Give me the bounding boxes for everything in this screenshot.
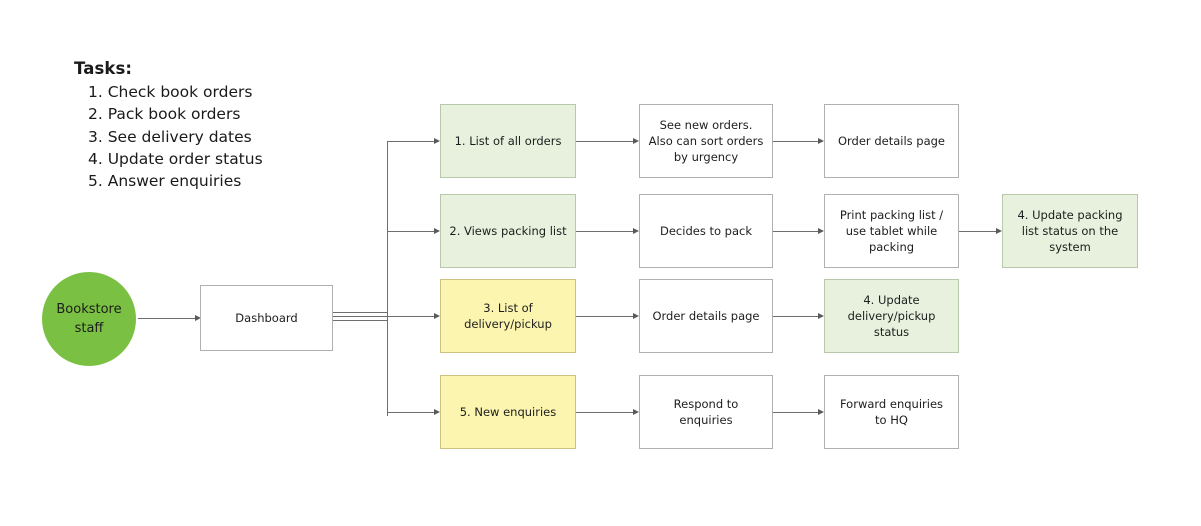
connector-row3-a: [576, 316, 636, 317]
node-print-packing-list[interactable]: Print packing list / use tablet while pa…: [824, 194, 959, 268]
connector-row2-b: [773, 231, 821, 232]
arrow-into-forward-enquiries-hq: [818, 408, 824, 415]
connector-row2-a: [576, 231, 636, 232]
branch-line-row4: [387, 412, 438, 413]
arrow-into-new-enquiries: [434, 408, 440, 415]
arrow-into-update-delivery-status: [818, 312, 824, 319]
node-respond-enquiries[interactable]: Respond to enquiries: [639, 375, 773, 449]
connector-row4-a: [576, 412, 636, 413]
node-views-packing-list-label: 2. Views packing list: [449, 224, 567, 238]
arrow-into-update-packing-status: [996, 227, 1002, 234]
connector-actor-to-dashboard: [138, 318, 198, 319]
arrow-into-see-new-orders: [633, 137, 639, 144]
node-print-packing-list-label: Print packing list / use tablet while pa…: [839, 208, 944, 254]
node-list-delivery-pickup[interactable]: 3. List of delivery/pickup: [440, 279, 576, 353]
node-update-delivery-status[interactable]: 4. Update delivery/pickup status: [824, 279, 959, 353]
node-order-details-page-2-label: Order details page: [652, 309, 760, 323]
arrow-into-views-packing-list: [434, 227, 440, 234]
branch-line-row2: [387, 231, 438, 232]
actor-label-line2: staff: [74, 321, 104, 336]
node-list-all-orders-label: 1. List of all orders: [454, 134, 562, 148]
node-decides-to-pack[interactable]: Decides to pack: [639, 194, 773, 268]
node-order-details-page-2[interactable]: Order details page: [639, 279, 773, 353]
task-item-5: 5. Answer enquiries: [88, 172, 242, 191]
arrow-into-order-details-page-2: [633, 312, 639, 319]
node-order-details-page-1-label: Order details page: [837, 134, 946, 148]
task-item-1: 1. Check book orders: [88, 83, 253, 101]
arrow-into-order-details-page-1: [818, 137, 824, 144]
node-see-new-orders[interactable]: See new orders. Also can sort orders by …: [639, 104, 773, 178]
node-update-delivery-status-label: 4. Update delivery/pickup status: [847, 293, 936, 339]
arrow-actor-to-dashboard: [195, 314, 201, 321]
trunk-vertical-line: [387, 141, 388, 416]
node-order-details-page-1[interactable]: Order details page: [824, 104, 959, 178]
arrow-into-decides-to-pack: [633, 227, 639, 234]
task-item-4: 4. Update order status: [88, 149, 263, 168]
node-dashboard-label: Dashboard: [235, 311, 298, 325]
node-list-delivery-pickup-label: 3. List of delivery/pickup: [464, 301, 552, 331]
arrow-into-list-all-orders: [434, 137, 440, 144]
node-new-enquiries-label: 5. New enquiries: [459, 405, 557, 419]
branch-line-row1: [387, 141, 438, 142]
bus-line-top: [333, 312, 387, 313]
task-item-2: 2. Pack book orders: [88, 105, 241, 124]
node-forward-enquiries-hq-label: Forward enquiries to HQ: [839, 397, 944, 427]
node-forward-enquiries-hq[interactable]: Forward enquiries to HQ: [824, 375, 959, 449]
bus-line-middle: [333, 316, 387, 317]
connector-row2-c: [959, 231, 996, 232]
branch-line-row3: [387, 316, 438, 317]
task-item-3: 3. See delivery dates: [88, 127, 252, 146]
bus-line-bottom: [333, 320, 387, 321]
node-dashboard[interactable]: Dashboard: [200, 285, 333, 351]
node-update-packing-status[interactable]: 4. Update packing list status on the sys…: [1002, 194, 1138, 268]
tasks-list: 1. Check book orders 2. Pack book orders…: [74, 81, 374, 192]
actor-label-line1: Bookstore: [56, 302, 122, 317]
connector-row1-a: [576, 141, 636, 142]
connector-row3-b: [773, 316, 821, 317]
node-views-packing-list[interactable]: 2. Views packing list: [440, 194, 576, 268]
connector-row4-b: [773, 412, 821, 413]
tasks-heading: Tasks:: [74, 59, 133, 78]
node-update-packing-status-label: 4. Update packing list status on the sys…: [1017, 208, 1123, 254]
node-list-all-orders[interactable]: 1. List of all orders: [440, 104, 576, 178]
node-see-new-orders-label: See new orders. Also can sort orders by …: [648, 118, 764, 164]
arrow-into-print-packing-list: [818, 227, 824, 234]
actor-bookstore-staff: Bookstore staff: [42, 272, 136, 366]
node-decides-to-pack-label: Decides to pack: [660, 224, 752, 238]
node-new-enquiries[interactable]: 5. New enquiries: [440, 375, 576, 449]
arrow-into-list-delivery-pickup: [434, 312, 440, 319]
node-respond-enquiries-label: Respond to enquiries: [673, 397, 739, 427]
tasks-panel: Tasks: 1. Check book orders 2. Pack book…: [74, 58, 374, 192]
connector-row1-b: [773, 141, 821, 142]
arrow-into-respond-enquiries: [633, 408, 639, 415]
